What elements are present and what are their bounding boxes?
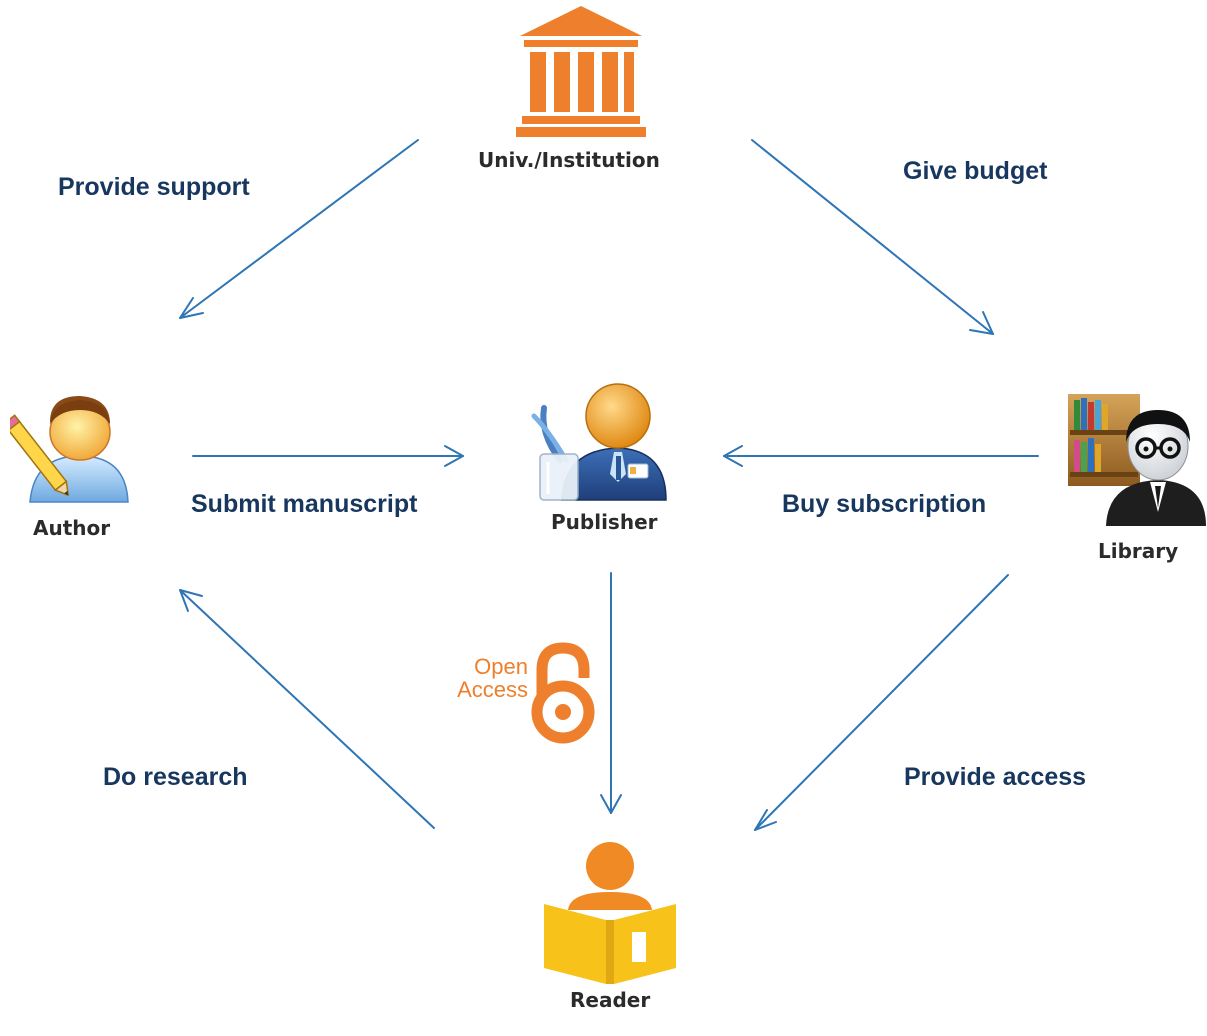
- edge-label-buy-subscription: Buy subscription: [782, 490, 987, 518]
- arrow-publisher-to-reader: [600, 572, 622, 814]
- arrow-submit-manuscript: [192, 445, 464, 467]
- reader-label: Reader: [570, 988, 651, 1012]
- edge-label-do-research: Do research: [103, 763, 248, 791]
- edge-label-provide-access: Provide access: [904, 763, 1087, 791]
- publisher-label: Publisher: [551, 510, 658, 534]
- open-access-line1: Open: [474, 654, 528, 679]
- edge-label-provide-support: Provide support: [58, 173, 250, 201]
- arrow-provide-support: [179, 139, 419, 319]
- edge-label-submit-manuscript: Submit manuscript: [191, 490, 418, 518]
- institution-building-icon: [516, 6, 646, 137]
- arrow-buy-subscription: [723, 445, 1039, 467]
- edge-label-give-budget: Give budget: [903, 157, 1048, 185]
- reader-with-book-icon: [544, 842, 676, 984]
- open-access-lock-icon: [531, 642, 595, 744]
- librarian-with-bookshelf-icon: [1068, 394, 1206, 526]
- open-access-line2: Access: [457, 677, 528, 703]
- arrow-provide-access: [754, 574, 1009, 831]
- author-label: Author: [33, 516, 111, 540]
- library-label: Library: [1098, 539, 1179, 563]
- author-with-pencil-icon: [10, 396, 129, 503]
- publisher-with-pens-icon: [531, 383, 667, 501]
- arrow-do-research: [179, 589, 435, 829]
- arrow-give-budget: [751, 139, 994, 335]
- institution-label: Univ./Institution: [478, 148, 660, 172]
- open-access-text: Open Access: [450, 655, 528, 701]
